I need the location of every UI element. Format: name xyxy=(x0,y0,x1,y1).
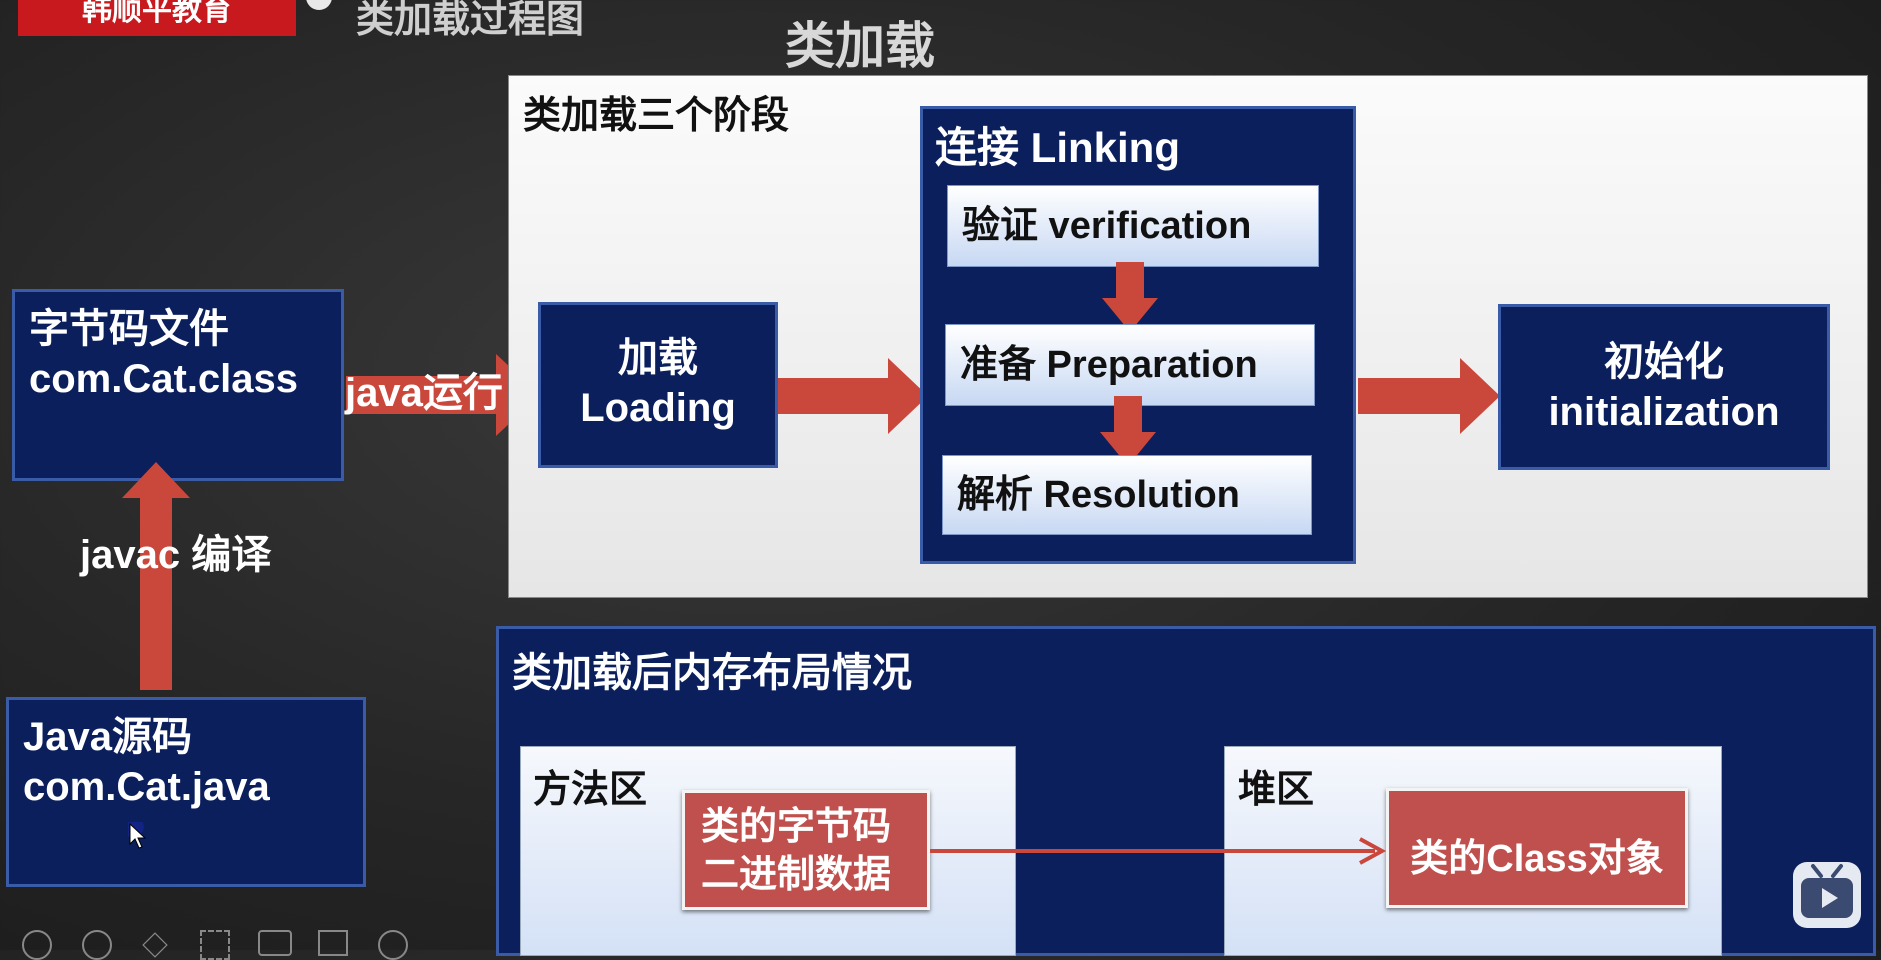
java-source-title: Java源码 xyxy=(23,715,192,759)
resolution-label: 解析 Resolution xyxy=(957,474,1240,516)
brand-label: 韩顺平教育 xyxy=(82,0,232,27)
java-source-box: Java源码 com.Cat.java xyxy=(6,697,366,887)
bytecode-file-box: 字节码文件 com.Cat.class xyxy=(12,289,344,481)
heap-label: 堆区 xyxy=(1238,769,1315,811)
linking-to-init-arrow xyxy=(1358,358,1500,434)
resolution-box: 解析 Resolution xyxy=(942,455,1312,535)
toolbar-screen-icon[interactable] xyxy=(258,930,292,956)
toolbar-more-icon[interactable] xyxy=(378,930,408,960)
bilibili-tv-icon[interactable] xyxy=(1793,862,1861,928)
class-bytecode-box: 类的字节码 二进制数据 xyxy=(682,790,930,910)
compile-arrow xyxy=(122,462,190,690)
init-en: initialization xyxy=(1548,390,1780,434)
memory-panel-title: 类加载后内存布局情况 xyxy=(512,651,912,695)
toolbar-next-icon[interactable] xyxy=(82,930,112,960)
preparation-label: 准备 Preparation xyxy=(960,344,1258,386)
verification-box: 验证 verification xyxy=(947,185,1319,267)
verification-label: 验证 verification xyxy=(962,205,1252,247)
init-cn: 初始化 xyxy=(1604,340,1724,384)
bytecode-file-title: 字节码文件 xyxy=(29,307,229,351)
preparation-box: 准备 Preparation xyxy=(945,324,1315,406)
class-bytecode-line2: 二进制数据 xyxy=(701,854,892,896)
toolbar-pen-icon[interactable] xyxy=(142,932,168,958)
main-title: 类加载 xyxy=(785,18,935,74)
preparation-to-resolution-arrow xyxy=(1100,396,1156,466)
stages-panel-title: 类加载三个阶段 xyxy=(523,95,790,137)
loading-cn: 加载 xyxy=(618,336,698,380)
bytecode-to-class-object-arrow xyxy=(930,836,1390,866)
initialization-box: 初始化 initialization xyxy=(1498,304,1830,470)
run-arrow xyxy=(346,354,540,436)
class-bytecode-line1: 类的字节码 xyxy=(701,806,892,848)
toolbar-prev-icon[interactable] xyxy=(22,930,52,960)
class-object-box: 类的Class对象 xyxy=(1386,788,1688,908)
toolbar-zoom-icon[interactable] xyxy=(200,930,230,960)
loading-to-linking-arrow xyxy=(778,358,928,434)
mouse-cursor-icon xyxy=(120,817,148,850)
brand-badge: 韩顺平教育 xyxy=(18,0,296,36)
run-label: java运行 xyxy=(345,371,503,415)
bytecode-file-name: com.Cat.class xyxy=(29,357,299,401)
compile-label: javac 编译 xyxy=(80,533,272,577)
loading-en: Loading xyxy=(580,386,736,430)
class-object-label: 类的Class对象 xyxy=(1410,838,1664,880)
linking-title: 连接 Linking xyxy=(935,124,1180,171)
bullet-icon xyxy=(306,0,332,10)
slide-title: 类加载过程图 xyxy=(356,0,585,41)
verification-to-preparation-arrow xyxy=(1102,262,1158,332)
method-area-label: 方法区 xyxy=(533,769,648,811)
loading-box: 加载 Loading xyxy=(538,302,778,468)
java-source-file: com.Cat.java xyxy=(23,765,270,809)
toolbar-slide-icon[interactable] xyxy=(318,930,348,956)
